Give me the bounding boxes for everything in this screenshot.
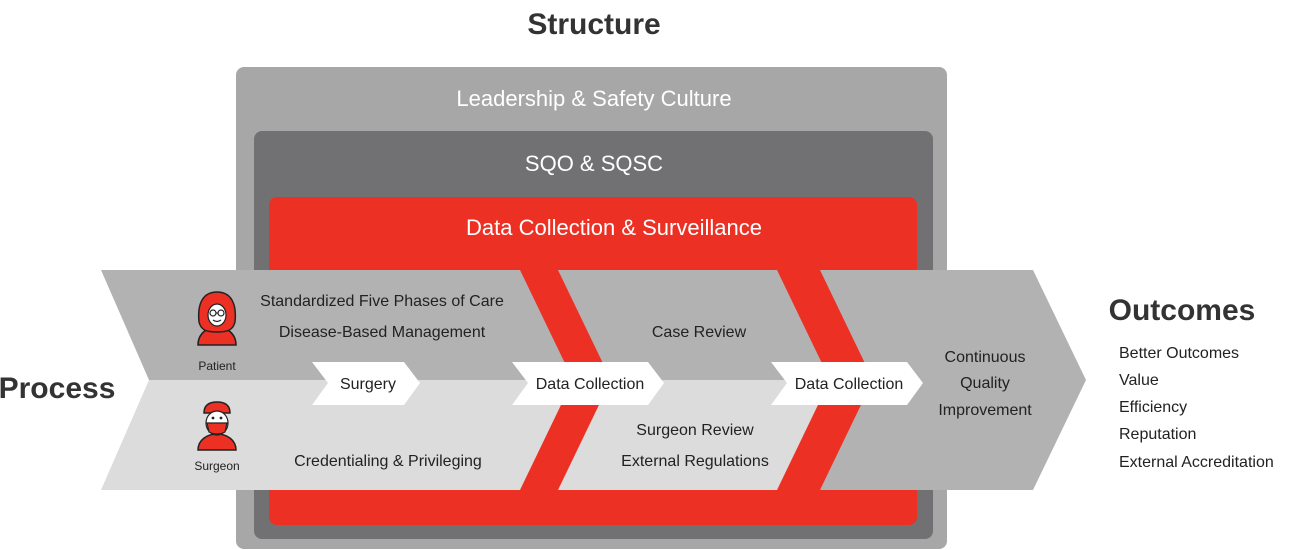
surgeon-text: Credentialing & Privileging (294, 453, 482, 470)
outcome-item: External Accreditation (1119, 454, 1274, 471)
patient-label: Patient (198, 359, 236, 373)
outcome-item: Reputation (1119, 426, 1196, 443)
final-text-line1: Continuous (945, 349, 1026, 366)
outcome-item: Better Outcomes (1119, 345, 1239, 362)
data-collection-label: Data Collection & Surveillance (466, 215, 762, 240)
sqo-label: SQO & SQSC (525, 151, 663, 176)
surgery-arrow-label: Surgery (340, 376, 396, 393)
data-collection-arrow-2-label: Data Collection (795, 376, 904, 393)
leadership-label: Leadership & Safety Culture (456, 86, 731, 111)
data-collection-arrow-2 (771, 362, 923, 405)
data-collection-arrow-1 (512, 362, 664, 405)
structure-title: Structure (527, 8, 660, 41)
outcomes-title: Outcomes (1109, 294, 1256, 327)
surgeon-review-chevron (558, 380, 830, 490)
surgeon-icon (197, 401, 237, 451)
patient-text-line2: Disease-Based Management (279, 324, 486, 341)
outcomes-list: Better Outcomes Value Efficiency Reputat… (1119, 345, 1274, 471)
patient-text-line1: Standardized Five Phases of Care (260, 293, 504, 310)
external-regulations-text: External Regulations (621, 453, 769, 470)
outcome-item: Efficiency (1119, 399, 1187, 416)
case-review-text: Case Review (652, 324, 747, 341)
case-review-chevron (558, 270, 830, 380)
surgeon-label: Surgeon (194, 459, 239, 473)
patient-icon (197, 291, 237, 346)
surgeon-review-text: Surgeon Review (636, 422, 754, 439)
outcome-item: Value (1119, 372, 1159, 389)
final-text-line2: Quality (960, 375, 1010, 392)
final-chevron (820, 270, 1086, 490)
final-text-line3: Improvement (938, 402, 1032, 419)
data-collection-arrow-1-label: Data Collection (536, 376, 645, 393)
process-title: Process (0, 372, 115, 405)
surgery-arrow (312, 362, 420, 405)
